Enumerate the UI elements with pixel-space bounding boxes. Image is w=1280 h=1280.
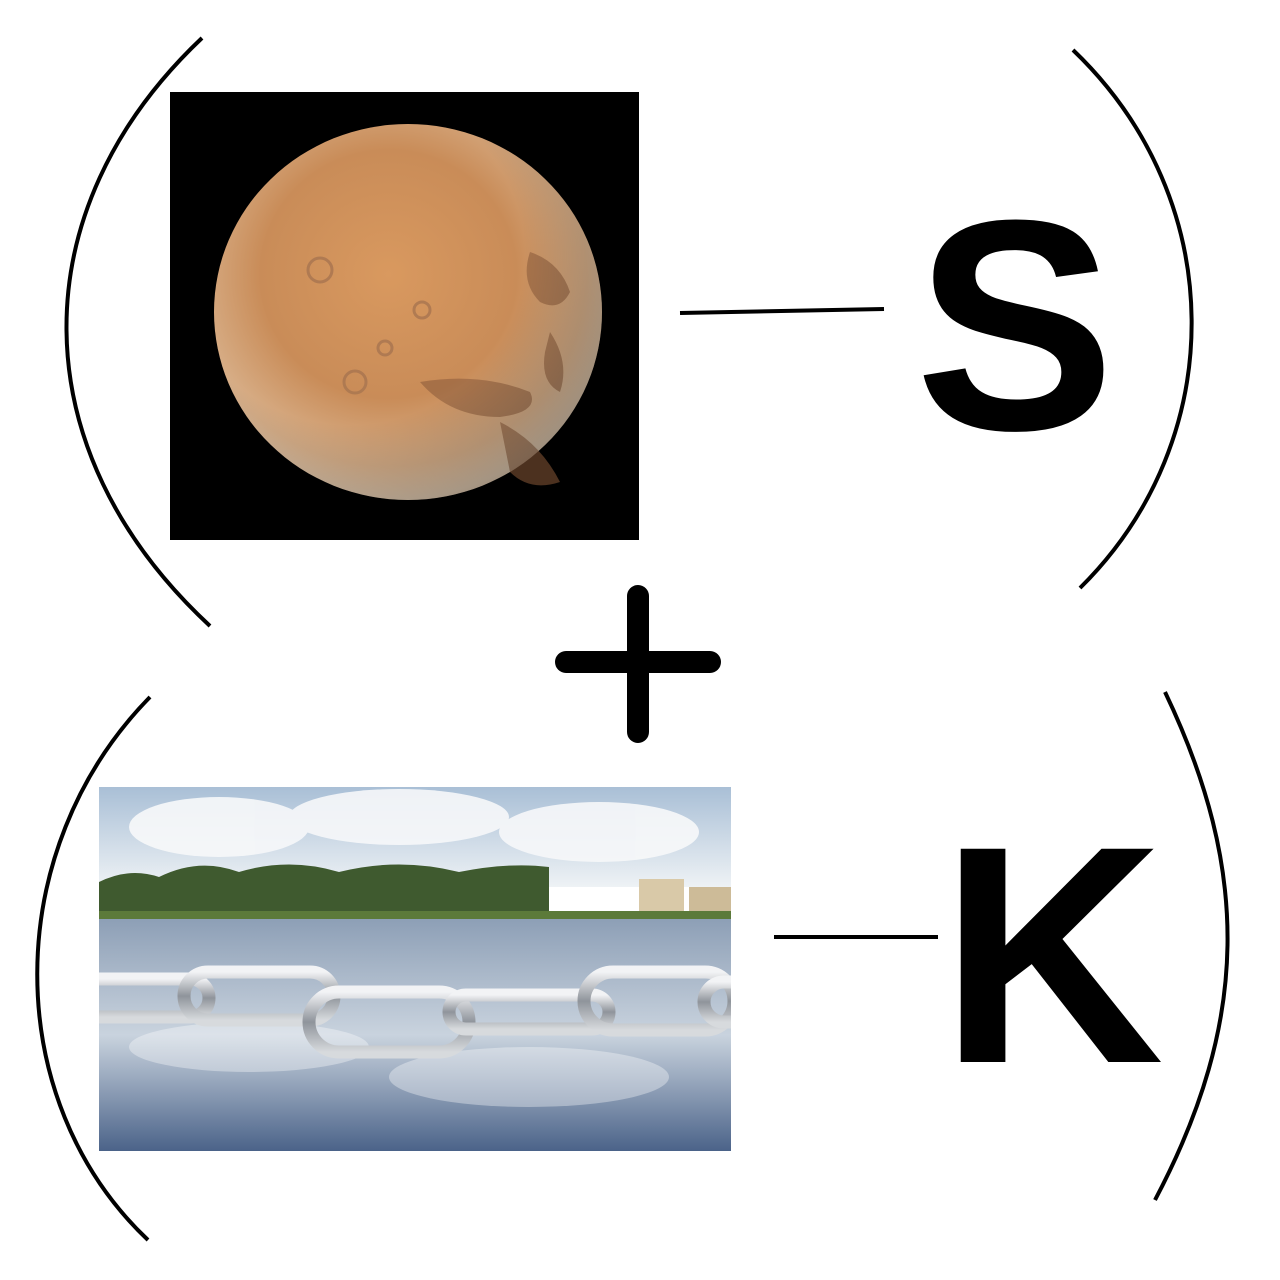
top-right-parenthesis (1071, 48, 1194, 590)
top-minus-dash (679, 307, 885, 315)
bottom-right-parenthesis (1153, 691, 1230, 1201)
plus-sign (555, 585, 721, 743)
bottom-left-parenthesis (35, 695, 152, 1242)
removed-letter-k: K (940, 781, 1164, 1128)
top-left-parenthesis (64, 36, 212, 628)
chain (99, 965, 731, 1059)
removed-letter-s: S (915, 157, 1116, 493)
mars-photo (170, 92, 639, 540)
chain-over-lake-photo (99, 787, 731, 1151)
